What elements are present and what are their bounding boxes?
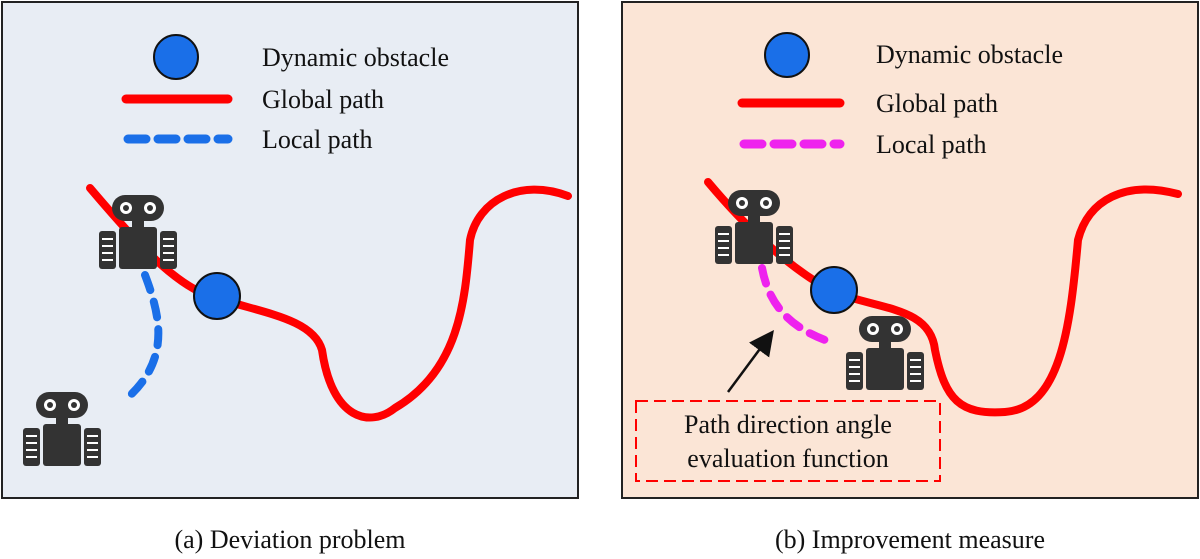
legend-obstacle-label: Dynamic obstacle [262,43,449,72]
annotation-line-2: evaluation function [687,444,888,473]
panel-b: Dynamic obstacle Global path Local path … [621,1,1199,499]
panel-a-background [1,1,579,499]
annotation-line-1: Path direction angle [684,410,892,439]
panel-a-local-path [121,271,163,404]
panel-b-legend: Dynamic obstacle Global path Local path [737,32,1063,159]
caption-a: (a) Deviation problem [174,525,405,554]
legend-global-label: Global path [876,89,998,118]
panel-a-global-path [86,184,572,422]
legend-local-label: Local path [876,130,986,159]
caption-b: (b) Improvement measure [775,525,1045,554]
legend-obstacle-icon [153,34,199,80]
panel-b-obstacle-icon [810,266,858,314]
panel-a-obstacle-icon [193,272,241,320]
legend-local-label: Local path [262,125,372,154]
annotation-box [635,400,941,482]
legend-global-label: Global path [262,85,384,114]
legend-obstacle-label: Dynamic obstacle [876,40,1063,69]
panel-b-local-path [758,264,829,344]
legend-obstacle-icon [764,32,810,78]
panel-a: Dynamic obstacle Global path Local path [1,1,579,499]
panel-a-legend: Dynamic obstacle Global path Local path [121,34,449,154]
annotation-arrow [726,329,774,393]
